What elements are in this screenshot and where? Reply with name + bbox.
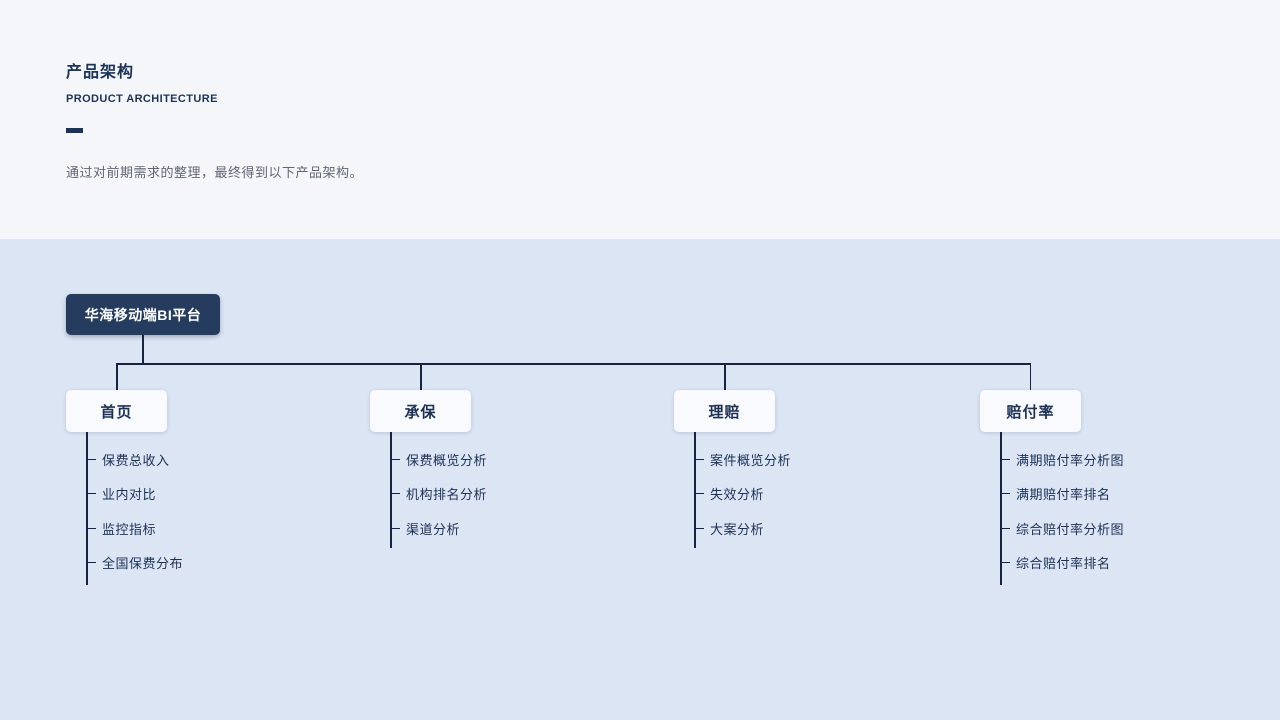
category-node-loss-ratio: 赔付率	[980, 390, 1081, 432]
tick-line	[86, 561, 96, 564]
branch-line-claims	[694, 432, 696, 548]
leaf-item: 保费总收入	[86, 449, 170, 470]
category-node-claims: 理赔	[674, 390, 775, 432]
category-node-home: 首页	[66, 390, 167, 432]
branch-line-home	[86, 432, 88, 585]
tick-line	[86, 527, 96, 530]
title-accent-dash	[66, 127, 83, 133]
tick-line	[694, 527, 704, 530]
branch-line-underwriting	[390, 432, 392, 548]
leaf-item: 机构排名分析	[390, 483, 487, 504]
branch-loss-ratio: 赔付率 满期赔付率分析图 满期赔付率排名 综合赔付率分析图 综合赔付率排名	[980, 390, 1124, 585]
tick-line	[86, 458, 96, 461]
branch-claims: 理赔 案件概览分析 失效分析 大案分析	[674, 390, 791, 548]
leaf-item: 监控指标	[86, 518, 156, 539]
tick-line	[1000, 458, 1010, 461]
intro-band: 产品架构 PRODUCT ARCHITECTURE 通过对前期需求的整理，最终得…	[0, 0, 1280, 239]
category-node-underwriting: 承保	[370, 390, 471, 432]
branch-home: 首页 保费总收入 业内对比 监控指标 全国保费分布	[66, 390, 183, 585]
tick-line	[1000, 527, 1010, 530]
leaf-item: 业内对比	[86, 483, 156, 504]
tick-line	[390, 458, 400, 461]
connector-drop-underwriting	[420, 363, 422, 391]
intro-section: 产品架构 PRODUCT ARCHITECTURE 通过对前期需求的整理，最终得…	[0, 0, 1280, 181]
connector-horizontal-rail	[116, 363, 1031, 365]
branch-underwriting: 承保 保费概览分析 机构排名分析 渠道分析	[370, 390, 487, 548]
leaf-item: 案件概览分析	[694, 449, 791, 470]
tick-line	[1000, 492, 1010, 495]
tick-line	[1000, 561, 1010, 564]
tick-line	[694, 492, 704, 495]
connector-drop-claims	[724, 363, 726, 391]
page-title: 产品架构	[66, 64, 135, 81]
connector-root-drop	[142, 335, 144, 363]
leaf-item: 全国保费分布	[86, 552, 183, 573]
architecture-diagram: 华海移动端BI平台 首页 保费总收入 业内对比 监控指标 全国保费分布 承保 保…	[0, 239, 1280, 720]
leaf-item: 满期赔付率排名	[1000, 483, 1111, 504]
tick-line	[390, 492, 400, 495]
tick-line	[86, 492, 96, 495]
page-subtitle: PRODUCT ARCHITECTURE	[66, 92, 218, 105]
leaf-item: 综合赔付率排名	[1000, 552, 1111, 573]
leaf-item: 综合赔付率分析图	[1000, 518, 1124, 539]
leaf-item: 失效分析	[694, 483, 764, 504]
root-node-platform: 华海移动端BI平台	[66, 294, 220, 335]
leaf-item: 渠道分析	[390, 518, 460, 539]
tick-line	[390, 527, 400, 530]
branch-line-loss-ratio	[1000, 432, 1002, 585]
intro-description: 通过对前期需求的整理，最终得到以下产品架构。	[66, 164, 364, 180]
connector-drop-home	[116, 363, 118, 391]
leaf-item: 大案分析	[694, 518, 764, 539]
tick-line	[694, 458, 704, 461]
leaf-item: 保费概览分析	[390, 449, 487, 470]
connector-drop-loss-ratio	[1029, 363, 1031, 391]
leaf-item: 满期赔付率分析图	[1000, 449, 1124, 470]
